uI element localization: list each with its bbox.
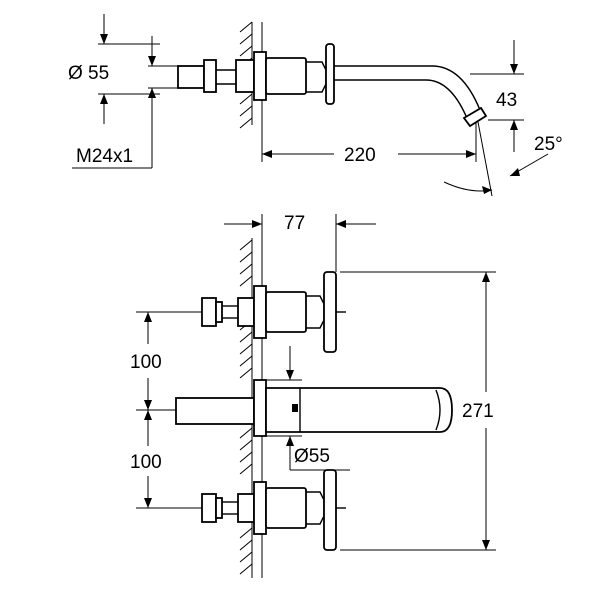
- spout-front: [175, 379, 453, 437]
- handle-side: [265, 43, 335, 105]
- projection-dimension: 220: [261, 122, 477, 166]
- thread-dimension: M24x1: [72, 36, 178, 169]
- upper-spacing-dimension: 100: [130, 311, 202, 411]
- upper-spacing-label: 100: [130, 352, 162, 373]
- lower-valve: [201, 469, 346, 551]
- rosette-diameter-label: Ø55: [294, 446, 330, 467]
- valve-body-side: [177, 51, 267, 101]
- spout-drop-label: 43: [496, 90, 517, 111]
- lower-spacing-dimension: 100: [130, 410, 202, 509]
- projection-label: 220: [344, 145, 376, 166]
- total-height-label: 271: [462, 401, 494, 422]
- spout-side: [334, 65, 488, 128]
- angle-label: 25°: [534, 134, 563, 155]
- total-height-dimension: 271: [340, 271, 496, 551]
- lower-spacing-label: 100: [130, 452, 162, 473]
- brand-logo-icon: [292, 404, 298, 412]
- rosette-diameter-dimension: Ø55: [266, 346, 350, 471]
- diameter-label: Ø 55: [68, 63, 109, 84]
- angle-dimension: 25°: [443, 121, 563, 197]
- diameter-dimension-side: Ø 55: [68, 14, 160, 124]
- front-view: 77 100 100: [130, 213, 496, 578]
- upper-valve: [201, 271, 346, 353]
- spout-drop-dimension: 43: [470, 40, 524, 152]
- side-view: Ø 55 M24x1 43: [68, 14, 563, 197]
- handle-offset-dimension: 77: [224, 213, 376, 272]
- thread-label: M24x1: [76, 146, 133, 167]
- handle-offset-label: 77: [284, 213, 305, 234]
